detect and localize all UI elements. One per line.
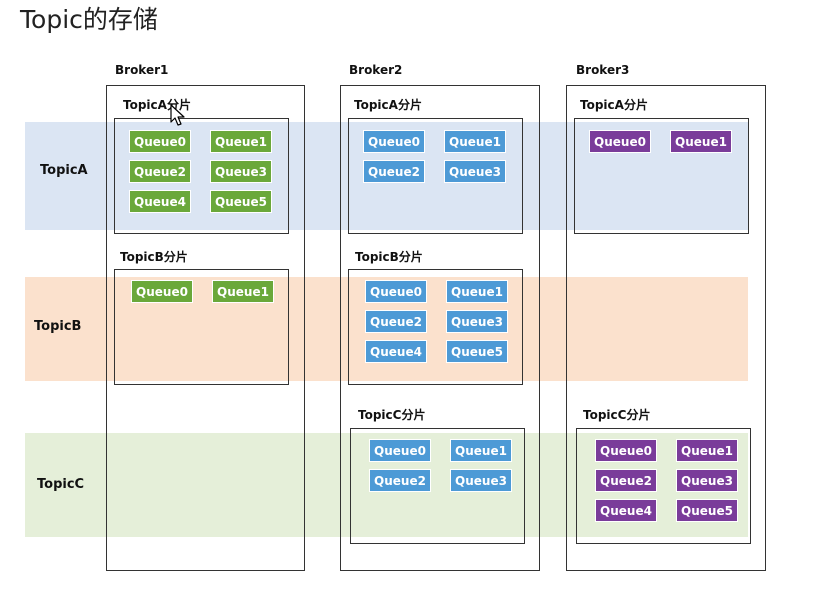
- queue: Queue5: [446, 340, 508, 363]
- queue: Queue1: [446, 280, 508, 303]
- broker1-box: [106, 85, 305, 571]
- broker3-topica-shard-label: TopicA分片: [580, 98, 648, 112]
- topic-a-label: TopicA: [40, 163, 88, 178]
- queue: Queue0: [595, 439, 657, 462]
- page-title: Topic的存储: [20, 5, 158, 34]
- broker3-topicc-shard-label: TopicC分片: [583, 408, 651, 422]
- queue: Queue1: [210, 130, 272, 153]
- broker2-topicb-shard: Queue0 Queue1 Queue2 Queue3 Queue4 Queue…: [348, 269, 523, 385]
- queue: Queue0: [363, 130, 425, 153]
- queue: Queue1: [670, 130, 732, 153]
- queue: Queue4: [595, 499, 657, 522]
- broker3-topica-shard: Queue0 Queue1: [574, 118, 749, 234]
- broker2-label: Broker2: [349, 63, 403, 77]
- queue: Queue2: [363, 160, 425, 183]
- broker2-topica-shard: Queue0 Queue1 Queue2 Queue3: [348, 118, 523, 234]
- broker3-topicc-shard: Queue0 Queue1 Queue2 Queue3 Queue4 Queue…: [576, 428, 751, 544]
- queue: Queue3: [446, 310, 508, 333]
- broker2-topicb-shard-label: TopicB分片: [355, 250, 423, 264]
- queue: Queue1: [212, 280, 274, 303]
- queue: Queue5: [210, 190, 272, 213]
- broker1-topicb-shard: Queue0 Queue1: [114, 269, 289, 385]
- broker2-topicc-shard: Queue0 Queue1 Queue2 Queue3: [350, 428, 525, 544]
- queue: Queue2: [369, 469, 431, 492]
- queue: Queue1: [444, 130, 506, 153]
- broker2-topica-shard-label: TopicA分片: [354, 98, 422, 112]
- queue: Queue0: [365, 280, 427, 303]
- broker2-topicc-shard-label: TopicC分片: [358, 408, 426, 422]
- queue: Queue3: [444, 160, 506, 183]
- queue: Queue4: [129, 190, 191, 213]
- queue: Queue3: [450, 469, 512, 492]
- broker1-topicb-shard-label: TopicB分片: [120, 250, 188, 264]
- queue: Queue0: [589, 130, 651, 153]
- queue: Queue3: [210, 160, 272, 183]
- broker2-box: [340, 85, 540, 571]
- queue: Queue1: [450, 439, 512, 462]
- topic-b-label: TopicB: [34, 319, 82, 334]
- broker3-box: [566, 85, 766, 571]
- broker1-label: Broker1: [115, 63, 169, 77]
- queue: Queue0: [369, 439, 431, 462]
- queue: Queue2: [129, 160, 191, 183]
- mouse-cursor-icon: [170, 104, 185, 126]
- queue: Queue1: [676, 439, 738, 462]
- topic-c-label: TopicC: [37, 477, 85, 492]
- queue: Queue4: [365, 340, 427, 363]
- queue: Queue0: [131, 280, 193, 303]
- broker3-label: Broker3: [576, 63, 630, 77]
- broker1-topica-shard: Queue0 Queue1 Queue2 Queue3 Queue4 Queue…: [114, 118, 289, 234]
- queue: Queue5: [676, 499, 738, 522]
- queue: Queue0: [129, 130, 191, 153]
- queue: Queue2: [365, 310, 427, 333]
- queue: Queue3: [676, 469, 738, 492]
- queue: Queue2: [595, 469, 657, 492]
